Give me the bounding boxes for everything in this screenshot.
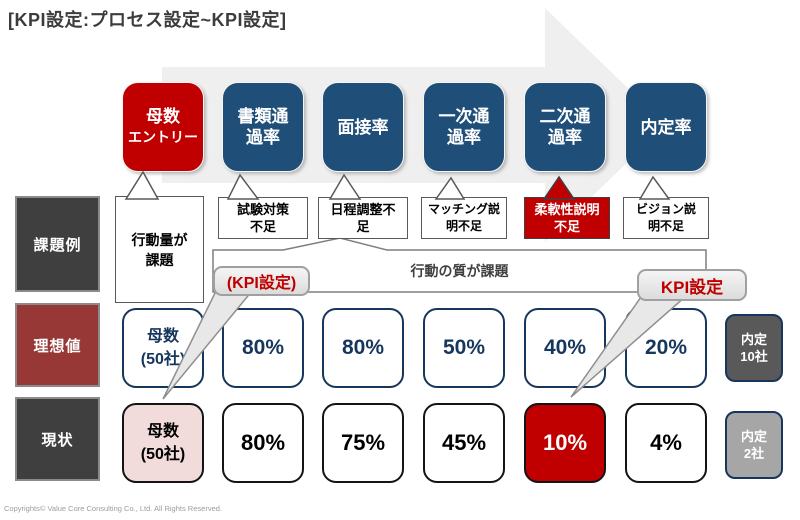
ideal-rate-cell: 40% <box>524 308 606 388</box>
step-label: 過率 <box>548 128 582 147</box>
issue-flexibility-explanation: 柔軟性説明 不足 <box>524 197 610 239</box>
step-document-pass-rate: 書類通 過率 <box>222 82 304 172</box>
step-entry-count: 母数 エントリー <box>122 82 204 172</box>
step-label: 内定率 <box>640 117 692 137</box>
current-base-cell: 母数 (50社) <box>122 403 204 483</box>
step-first-pass-rate: 一次通 過率 <box>423 82 505 172</box>
ideal-base-cell: 母数 (50社) <box>122 308 204 388</box>
step-sublabel: エントリー <box>128 129 198 145</box>
row-label-current: 現状 <box>15 397 100 481</box>
step-second-pass-rate: 二次通 過率 <box>524 82 606 172</box>
issue-exam-prep: 試験対策 不足 <box>218 197 308 239</box>
current-result-text: 内定 <box>740 429 767 444</box>
step-offer-rate: 内定率 <box>625 82 707 172</box>
issue-text: 明不足 <box>647 219 684 233</box>
issue-text: 足 <box>356 219 370 234</box>
step-interview-rate: 面接率 <box>322 82 404 172</box>
issue-text: 試験対策 <box>236 202 289 217</box>
step-label: 母数 <box>146 107 180 126</box>
issue-text: 明不足 <box>445 219 482 233</box>
step-label: 過率 <box>246 128 280 147</box>
issue-text: 行動量が <box>131 231 188 248</box>
current-result-text: 2社 <box>743 446 765 461</box>
ideal-rate-cell: 20% <box>625 308 707 388</box>
row-label-issues: 課題例 <box>15 196 100 292</box>
current-rate-cell: 75% <box>322 403 404 483</box>
current-result-cell: 内定 2社 <box>725 411 783 479</box>
issue-text: マッチング説 <box>427 202 500 216</box>
issue-text: 不足 <box>553 219 580 234</box>
current-rate-cell: 45% <box>423 403 505 483</box>
current-base-text: (50社) <box>140 446 186 463</box>
step-label: 書類通 <box>237 107 289 126</box>
issue-text: 課題 <box>145 251 174 268</box>
ideal-result-text: 10社 <box>740 349 768 364</box>
copyright-text: Copyrights© Value Core Consulting Co., L… <box>4 504 222 513</box>
issue-matching-explanation: マッチング説 明不足 <box>421 197 507 239</box>
issue-scheduling: 日程調整不 足 <box>318 197 408 239</box>
ideal-base-text: (50社) <box>140 351 186 368</box>
kpi-setting-bubble-right: KPI設定 <box>637 269 747 301</box>
step-label: 過率 <box>447 128 481 147</box>
issue-text: 日程調整不 <box>330 202 396 217</box>
current-rate-cell-highlight: 10% <box>524 403 606 483</box>
ideal-rate-cell: 80% <box>222 308 304 388</box>
issue-text: 柔軟性説明 <box>534 202 600 217</box>
page-title: [KPI設定:プロセス設定~KPI設定] <box>8 10 287 30</box>
ideal-rate-cell: 80% <box>322 308 404 388</box>
current-rate-cell: 4% <box>625 403 707 483</box>
step-label: 面接率 <box>337 117 389 137</box>
ideal-result-text: 内定 <box>740 332 767 347</box>
issue-text: 不足 <box>249 219 276 234</box>
issue-text: ビジョン説 <box>635 202 696 216</box>
ideal-base-text: 母数 <box>146 328 179 345</box>
issue-vision-explanation: ビジョン説 明不足 <box>623 197 709 239</box>
ideal-rate-cell: 50% <box>423 308 505 388</box>
issue-activity-volume: 行動量が 課題 <box>115 196 204 303</box>
ideal-result-cell: 内定 10社 <box>725 314 783 382</box>
step-label: 二次通 <box>539 107 591 126</box>
kpi-setting-bubble-left: (KPI設定) <box>213 266 310 296</box>
current-base-text: 母数 <box>146 423 179 440</box>
current-rate-cell: 80% <box>222 403 304 483</box>
step-label: 一次通 <box>438 107 490 126</box>
row-label-ideal: 理想値 <box>15 303 100 387</box>
